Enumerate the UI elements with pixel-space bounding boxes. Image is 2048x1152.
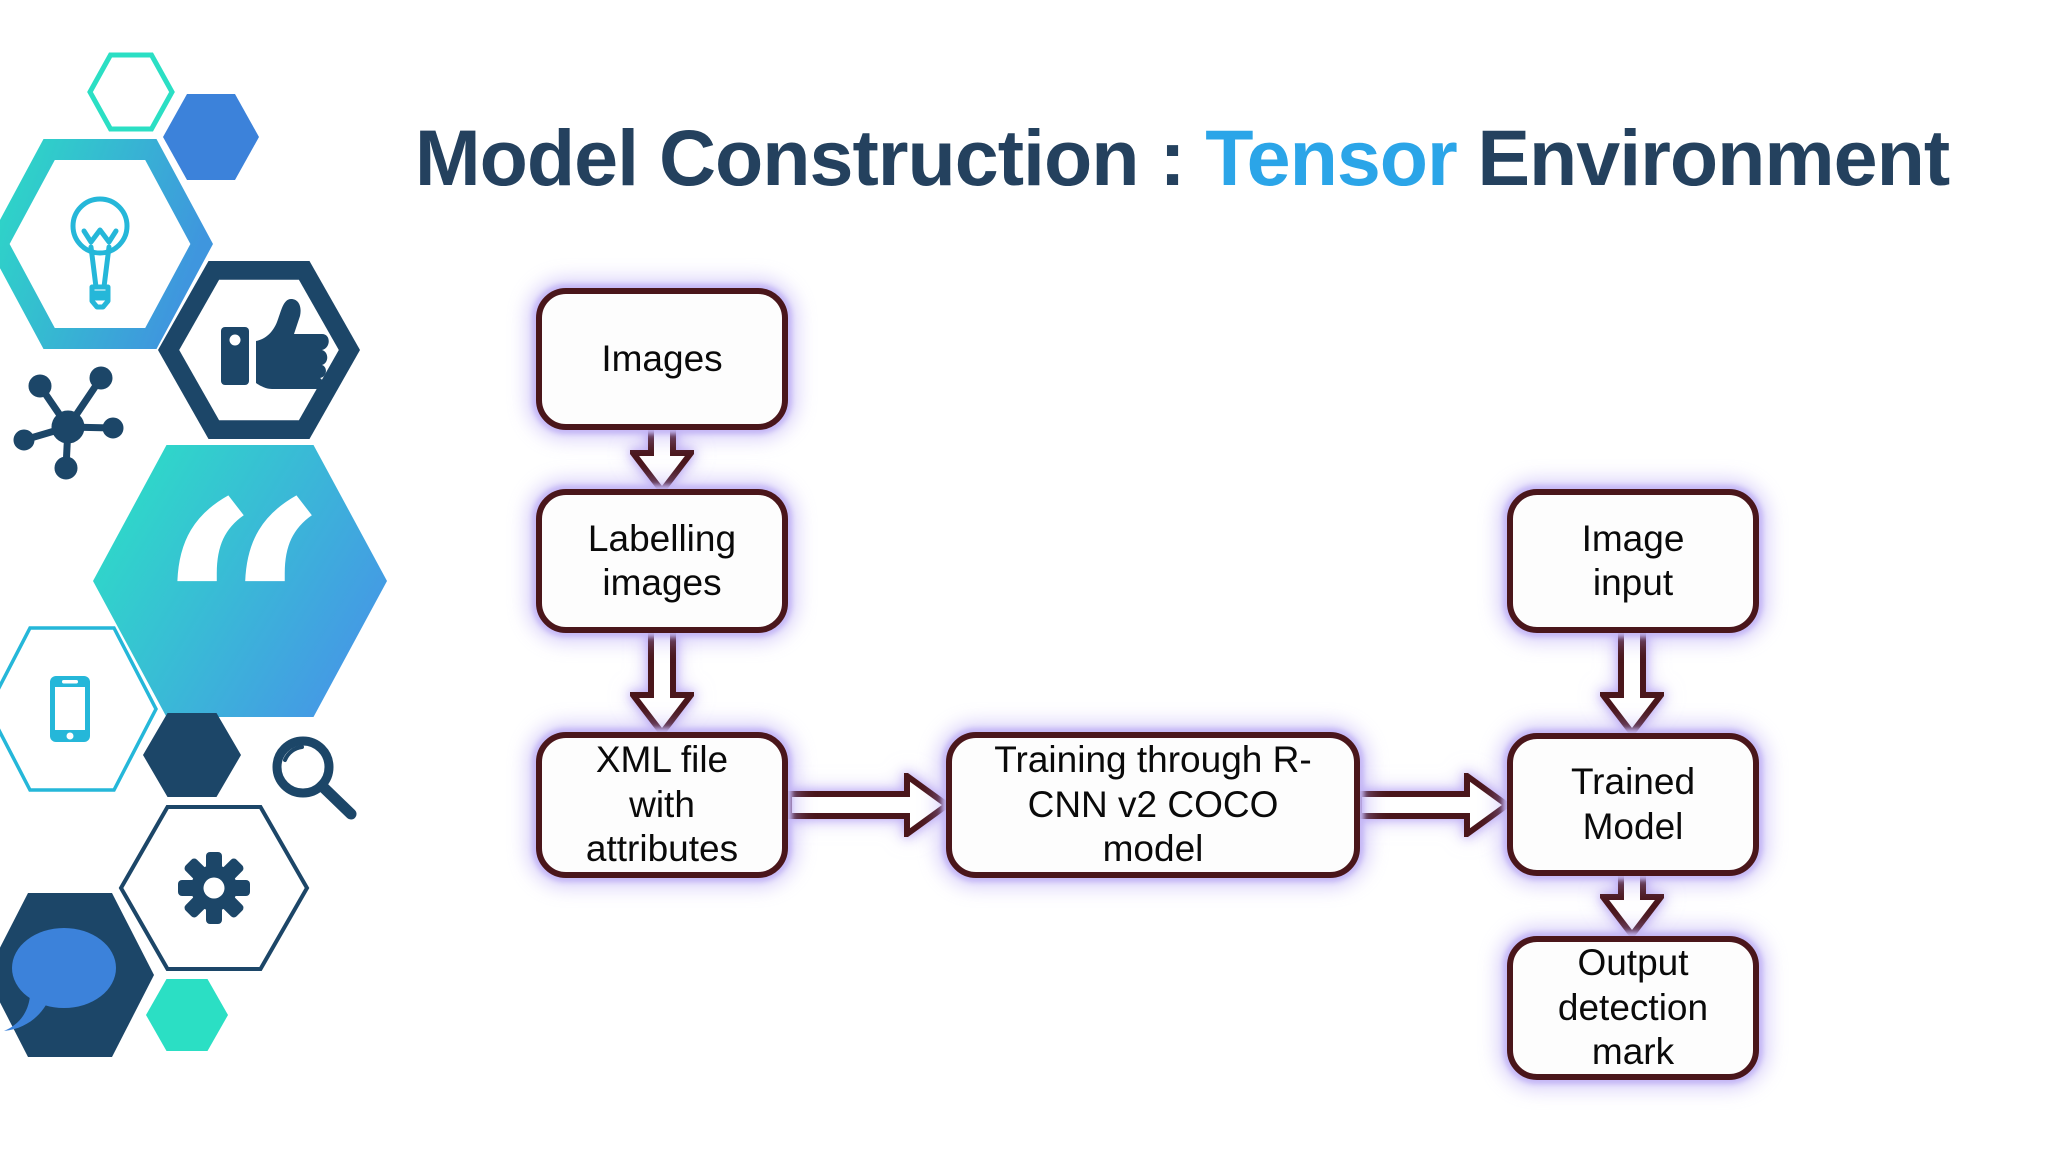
hexagon-solid-blue [163,94,259,180]
hexagon-solid-teal [146,979,228,1051]
flow-node-label: Output detection mark [1557,942,1709,1073]
arrow-training-to-trained-model [1356,773,1510,837]
arrow-xml-to-training [786,773,950,837]
hexagon-solid-navy [143,713,241,797]
title-part-1: Model Construction : [414,113,1186,202]
arrow-images-to-labelling [630,424,694,494]
title-part-highlight: Tensor [1205,113,1458,202]
hexagon-lightbulb [0,139,213,349]
hexagon-thumbs-up [158,261,360,439]
flow-node-image-input: Image input [1507,489,1759,633]
flow-node-xml-file: XML file with attributes [536,732,788,878]
arrow-trained-model-to-output [1600,870,1664,938]
flow-node-images: Images [536,288,788,430]
hexagon-outline-teal [87,52,175,132]
flow-node-output-detection: Output detection mark [1507,936,1759,1080]
network-icon [13,366,124,480]
arrow-labelling-to-xml [630,626,694,736]
hexagon-gear [118,805,310,971]
flow-node-training: Training through R-CNN v2 COCO model [946,732,1360,878]
thumbs-up-icon [221,299,329,389]
flow-node-trained-model: Trained Model [1507,733,1759,876]
flow-node-labelling-images: Labelling images [536,489,788,633]
gear-icon [178,852,250,924]
lightbulb-icon [70,196,130,310]
chat-bubble-icon [4,928,116,1031]
flow-node-label: Images [601,337,723,379]
smartphone-icon [50,676,90,742]
hexagon-chat [0,893,154,1057]
flow-node-label: Training through R-CNN v2 COCO model [994,739,1312,870]
hexagon-decoration-panel: “ [0,52,387,1057]
flow-node-label: Image input [1581,517,1685,603]
hexagon-smartphone [0,626,158,792]
arrow-image-input-to-trained-model [1600,626,1664,736]
flow-node-label: Trained Model [1570,761,1696,847]
flow-node-label: XML file with attributes [585,739,739,870]
title-part-3: Environment [1477,113,1950,202]
search-icon [272,736,357,820]
flow-node-label: Labelling images [587,517,737,603]
